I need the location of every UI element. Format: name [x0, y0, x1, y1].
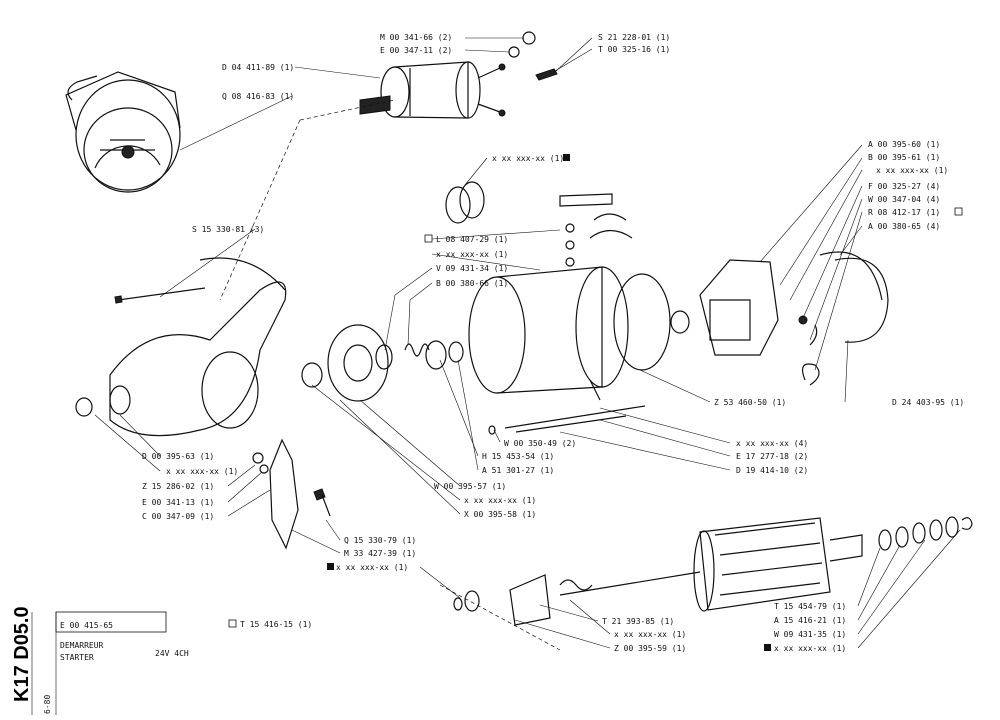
- shift-lever: [252, 438, 299, 550]
- label-d24403: D 24 403-95 (1): [892, 398, 964, 407]
- label-a00380: A 00 380-65 (4): [868, 222, 940, 231]
- sheet-date: 6-80: [43, 695, 52, 714]
- filled-square-icon: [563, 154, 570, 161]
- solenoid-switch: [359, 31, 558, 119]
- spec: 24V 4CH: [155, 649, 189, 658]
- filled-square-icon: [764, 644, 771, 651]
- yoke-field-frame: [468, 266, 671, 401]
- label-z53460: Z 53 460-50 (1): [714, 398, 786, 407]
- pivot-bolt: [313, 488, 331, 517]
- label-xplate: x xx xxx-xx (1): [876, 166, 948, 175]
- label-xbolt: x xx xxx-xx (4): [736, 439, 808, 448]
- label-f00325: F 00 325-27 (4): [868, 182, 940, 191]
- label-s21228: S 21 228-01 (1): [598, 33, 670, 42]
- label-a00395: A 00 395-60 (1): [868, 140, 940, 149]
- ref-number: E 00 415-65: [60, 621, 113, 630]
- label-t15454: T 15 454-79 (1): [774, 602, 846, 611]
- label-d19414: D 19 414-10 (2): [736, 466, 808, 475]
- projection-line: [299, 99, 396, 121]
- label-a51301: A 51 301-27 (1): [482, 466, 554, 475]
- drive-end-shield: [75, 257, 287, 437]
- label-b00395: B 00 395-61 (1): [868, 153, 940, 162]
- title-fr: DEMARREUR: [60, 641, 104, 650]
- label-l08407: L 08 407-29 (1): [436, 235, 508, 244]
- open-square-icon: [228, 619, 237, 628]
- label-m00341: M 00 341-66 (2): [380, 33, 452, 42]
- armature: [559, 517, 863, 612]
- part-labels: M 00 341-66 (2) E 00 347-11 (2) S 21 228…: [142, 33, 964, 653]
- label-a15416: A 15 416-21 (1): [774, 616, 846, 625]
- label-q15330: Q 15 330-79 (1): [344, 536, 416, 545]
- filled-square-icon: [327, 563, 334, 570]
- label-w00395: W 00 395-57 (1): [434, 482, 506, 491]
- leader-lines: [94, 37, 961, 649]
- label-h15453: H 15 453-54 (1): [482, 452, 554, 461]
- ref-note: T 15 416-15 (1): [240, 620, 312, 629]
- washer-stack: [878, 516, 973, 551]
- open-square-icon: [954, 207, 963, 216]
- label-t21393: T 21 393-85 (1): [602, 617, 674, 626]
- label-xwasher: x xx xxx-xx (1): [774, 644, 846, 653]
- commutator-end-frame: [670, 251, 889, 386]
- label-q08416: Q 08 416-83 (1): [222, 92, 294, 101]
- label-xdrive: x xx xxx-xx (1): [614, 630, 686, 639]
- label-xbrush: x xx xxx-xx (1): [492, 154, 564, 163]
- label-d04411: D 04 411-89 (1): [222, 63, 294, 72]
- drive-end-housing: [65, 71, 181, 193]
- drive-pinion: [453, 574, 593, 626]
- label-w09431: W 09 431-35 (1): [774, 630, 846, 639]
- label-xnose: x xx xxx-xx (1): [166, 467, 238, 476]
- label-d00395: D 00 395-63 (1): [142, 452, 214, 461]
- label-r08412: R 08 412-17 (1): [868, 208, 940, 217]
- label-z00395: Z 00 395-59 (1): [614, 644, 686, 653]
- label-b00380: B 00 380-66 (1): [436, 279, 508, 288]
- projection-line: [219, 119, 301, 301]
- label-m33427: M 33 427-39 (1): [344, 549, 416, 558]
- sheet-code: K17 D05.0: [11, 606, 33, 702]
- open-square-icon: [424, 234, 433, 243]
- label-t00325: T 00 325-16 (1): [598, 45, 670, 54]
- label-e00347: E 00 347-11 (2): [380, 46, 452, 55]
- label-v09431: V 09 431-34 (1): [436, 264, 508, 273]
- label-e17277: E 17 277-18 (2): [736, 452, 808, 461]
- label-xplate2: x xx xxx-xx (1): [464, 496, 536, 505]
- label-s15330: S 15 330-81 (3): [192, 225, 264, 234]
- label-xpin: x xx xxx-xx (1): [336, 563, 408, 572]
- label-x00395: X 00 395-58 (1): [464, 510, 536, 519]
- label-c00347: C 00 347-09 (1): [142, 512, 214, 521]
- through-bolts: [488, 405, 646, 435]
- label-w00347: W 00 347-04 (4): [868, 195, 940, 204]
- intermediate-plate: [301, 324, 464, 402]
- brushes-and-covers: [445, 181, 633, 267]
- label-xyoke: x xx xxx-xx (1): [436, 250, 508, 259]
- title-en: STARTER: [60, 653, 94, 662]
- marker-squares: [228, 154, 963, 651]
- label-w00350: W 00 350-49 (2): [504, 439, 576, 448]
- projection-line: [439, 584, 561, 651]
- through-bolt-long: [114, 287, 206, 304]
- label-z15286: Z 15 286-02 (1): [142, 482, 214, 491]
- title-block: K17 D05.0 6-80 E 00 415-65 T 15 416-15 (…: [11, 606, 312, 715]
- label-e00341: E 00 341-13 (1): [142, 498, 214, 507]
